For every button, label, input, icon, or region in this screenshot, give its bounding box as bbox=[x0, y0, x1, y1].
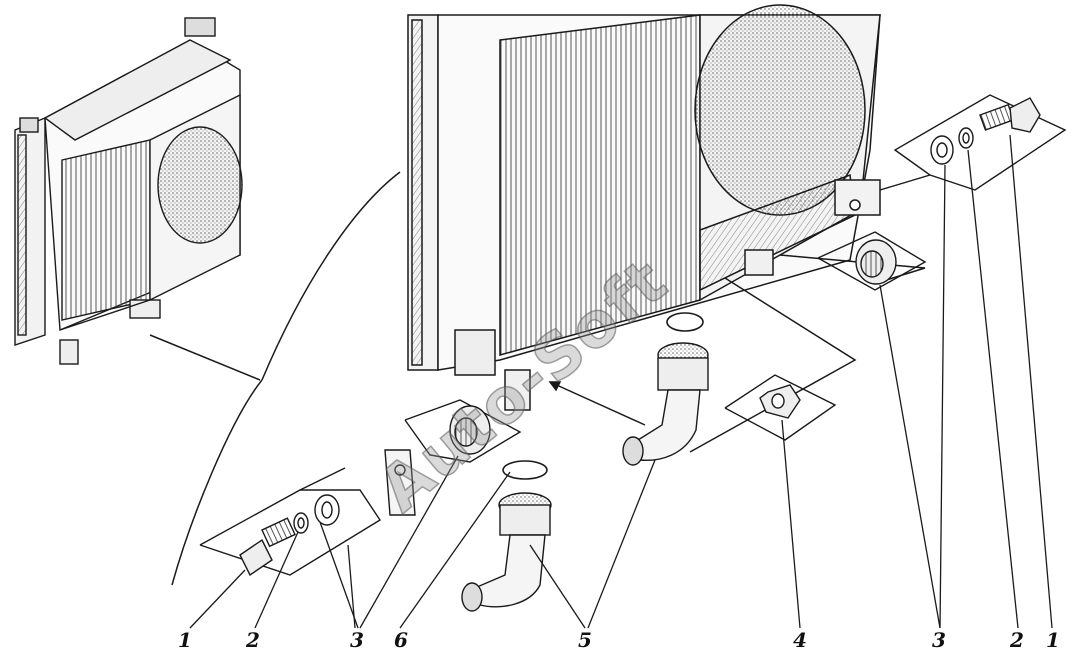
callout-left-bolt: 1 bbox=[178, 628, 192, 652]
right-flat-washer bbox=[930, 135, 954, 165]
callout-o-ring: 6 bbox=[394, 628, 408, 652]
o-ring-upper bbox=[666, 312, 704, 332]
right-bolt-group-panel bbox=[879, 94, 1067, 191]
callout-right-bolt: 1 bbox=[1046, 628, 1060, 652]
elbow-lower bbox=[461, 492, 552, 612]
callout-elbows: 5 bbox=[578, 628, 592, 652]
nut-panel bbox=[724, 374, 837, 441]
left-bolt bbox=[239, 517, 296, 577]
nut bbox=[759, 384, 801, 419]
left-lock-washer bbox=[293, 512, 309, 534]
left-bracket bbox=[384, 449, 416, 516]
left-grommet-panel bbox=[404, 399, 522, 463]
callout-right-washers: 3 bbox=[932, 628, 946, 652]
right-bolt bbox=[979, 97, 1041, 133]
left-flat-washer bbox=[314, 494, 340, 526]
left-bolt-group-panel bbox=[199, 467, 381, 576]
callout-left-washers: 3 bbox=[350, 628, 364, 652]
radiator-overview bbox=[14, 17, 243, 365]
callout-right-lock-washer: 2 bbox=[1010, 628, 1024, 652]
callout-leaders bbox=[189, 134, 1053, 629]
callout-nut: 4 bbox=[793, 628, 807, 652]
right-lock-washer bbox=[958, 127, 974, 149]
left-grommet bbox=[449, 405, 491, 455]
callout-left-lock-washer: 2 bbox=[246, 628, 260, 652]
overview-leaders bbox=[149, 171, 401, 586]
elbow-upper bbox=[622, 342, 709, 466]
o-ring-lower bbox=[502, 460, 548, 480]
right-grommet-panel bbox=[817, 231, 927, 291]
right-grommet bbox=[855, 239, 897, 285]
radiator-main bbox=[407, 4, 881, 411]
